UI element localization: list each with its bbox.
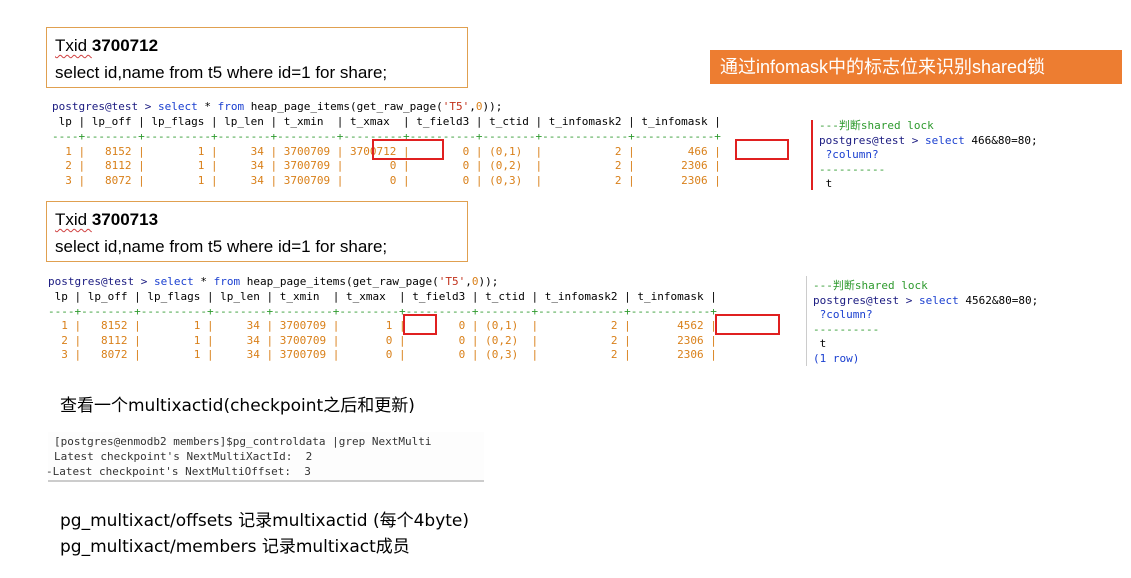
side-divider-1 [811, 120, 813, 190]
table2-header: lp | lp_off | lp_flags | lp_len | t_xmin… [48, 290, 717, 303]
table-row: 3 | 8072 | 1 | 34 | 3700709 | 0 | 0 | (0… [48, 348, 717, 361]
query-line-1: postgres@test > select * from heap_page_… [52, 100, 503, 113]
table-row: 1 | 8152 | 1 | 34 | 3700709 | 3700712 | … [52, 145, 721, 158]
sql-line: select id,name from t5 where id=1 for sh… [55, 237, 388, 256]
side-divider-2 [806, 276, 807, 366]
multixact-heading: 查看一个multixactid(checkpoint之后和更新) [60, 396, 415, 416]
table-row: 3 | 8072 | 1 | 34 | 3700709 | 0 | 0 | (0… [52, 174, 721, 187]
offsets-note: pg_multixact/offsets 记录multixactid (每个4b… [60, 511, 470, 531]
txid-line: Txid 3700712 [55, 36, 159, 55]
txid-box-2: Txid 3700713 select id,name from t5 wher… [46, 201, 468, 262]
shared-lock-banner: 通过infomask中的标志位来识别shared锁 [710, 50, 1122, 84]
txid-box-1: Txid 3700712 select id,name from t5 wher… [46, 27, 468, 88]
members-note: pg_multixact/members 记录multixact成员 [60, 537, 410, 557]
pgc-command: [postgres@enmodb2 members]$pg_controldat… [54, 435, 432, 448]
sql-line: select id,name from t5 where id=1 for sh… [55, 63, 388, 82]
query-line-2: postgres@test > select * from heap_page_… [48, 275, 499, 288]
pgc-line-xactid: Latest checkpoint's NextMultiXactId: 2 [54, 450, 313, 463]
pgc-line-offset: -Latest checkpoint's NextMultiOffset: 3 [46, 465, 311, 478]
xmax-highlight-2 [403, 314, 437, 335]
xmax-highlight-1 [372, 139, 444, 160]
table-row: 2 | 8112 | 1 | 34 | 3700709 | 0 | 0 | (0… [48, 334, 717, 347]
table1-separator: ----+--------+----------+--------+------… [52, 130, 721, 143]
table1-header: lp | lp_off | lp_flags | lp_len | t_xmin… [52, 115, 721, 128]
pg-controldata-output: [postgres@enmodb2 members]$pg_controldat… [46, 432, 484, 482]
table-row: 1 | 8152 | 1 | 34 | 3700709 | 1 | 0 | (0… [48, 319, 717, 332]
table-row: 2 | 8112 | 1 | 34 | 3700709 | 0 | 0 | (0… [52, 159, 721, 172]
infomask-highlight-2 [715, 314, 780, 335]
infomask-highlight-1 [735, 139, 789, 160]
table2-separator: ----+--------+----------+--------+------… [48, 305, 717, 318]
txid-line: Txid 3700713 [55, 210, 159, 229]
